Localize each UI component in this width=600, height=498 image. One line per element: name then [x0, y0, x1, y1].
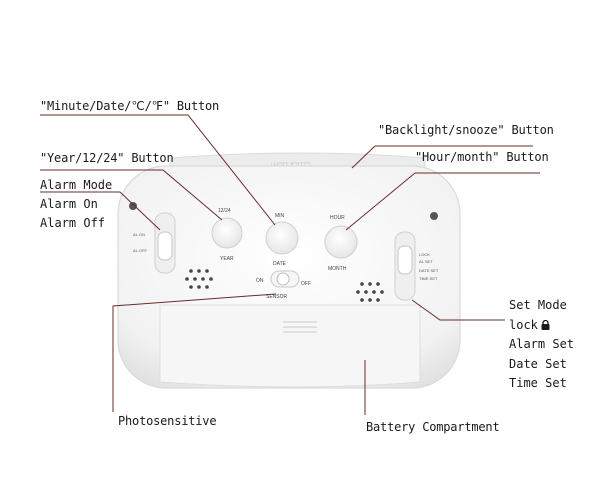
lock-row: lock: [509, 316, 574, 336]
callout-lines: [40, 114, 540, 415]
alarm-off-label: Alarm Off: [40, 216, 106, 230]
sw-date-set-label: DATE SET: [419, 268, 439, 273]
year-button: [211, 217, 243, 249]
alarm-mode-label: Alarm Mode: [40, 178, 113, 192]
sensor-label: SENSOR: [266, 294, 288, 300]
btn-year-label: YEAR: [220, 256, 234, 262]
year-callout-line: [40, 169, 223, 221]
set-mode-callout-line: [411, 299, 505, 321]
hour-month-callout-pointer: [345, 172, 416, 231]
sw-lock-label: LOCK: [419, 252, 430, 257]
cover-grip-lines: [283, 321, 317, 333]
btn-min-label: MIN: [275, 213, 285, 219]
lock-label: lock: [509, 317, 538, 332]
backlight-callout-pointer: [351, 145, 376, 169]
time-set-label: Time Set: [509, 376, 567, 390]
backlight-button-label: "Backlight/snooze" Button: [378, 123, 554, 137]
al-off-label: AL.OFF: [133, 248, 148, 253]
btn-date-label: DATE: [273, 261, 287, 267]
sensor-on-label: ON: [256, 278, 264, 284]
photosensitive-callout-line: [112, 293, 277, 412]
screw-hole-left: [129, 202, 137, 210]
padlock-icon: [541, 317, 550, 330]
hour-month-button-label: "Hour/month" Button: [415, 150, 549, 164]
sensor-off-label: OFF: [301, 281, 311, 287]
sw-al-set-label: AL SET: [419, 259, 433, 264]
alarm-mode-callout-line: [40, 191, 161, 231]
alarm-set-label: Alarm Set: [509, 337, 575, 351]
sw-time-set-label: TIME SET: [419, 276, 438, 281]
btn-hour-label: HOUR: [330, 215, 345, 221]
embossed-brand-text: CLOCK LIGHT: [270, 160, 310, 166]
btn-month-label: MONTH: [328, 266, 347, 272]
mode-switch-knob: [397, 245, 413, 275]
minute-date-button: [265, 221, 299, 255]
photosensitive-label: Photosensitive: [118, 414, 217, 428]
alarm-switch-knob: [157, 231, 173, 261]
speaker-right: [356, 282, 384, 302]
minute-date-callout-line: [40, 114, 276, 226]
mode-switch-legend: Set Mode lock Alarm Set Date Set Time Se…: [509, 296, 574, 394]
alarm-on-label: Alarm On: [40, 197, 98, 211]
year-button-label: "Year/12/24" Button: [40, 151, 174, 165]
date-set-label: Date Set: [509, 356, 567, 371]
minute-date-button-label: "Minute/Date/℃/℉" Button: [40, 99, 220, 113]
btn-12-24-label: 12/24: [218, 208, 231, 214]
screw-hole-right: [430, 212, 438, 220]
sensor-knob: [276, 272, 290, 286]
hour-month-button: [324, 225, 358, 259]
set-mode-label: Set Mode: [509, 298, 567, 312]
battery-cover: [159, 304, 421, 388]
alarm-switch-legend: Alarm Mode Alarm On Alarm Off: [40, 176, 112, 233]
speaker-left: [185, 269, 213, 289]
al-on-label: AL.ON: [133, 232, 145, 237]
battery-compartment-label: Battery Compartment: [366, 420, 500, 434]
